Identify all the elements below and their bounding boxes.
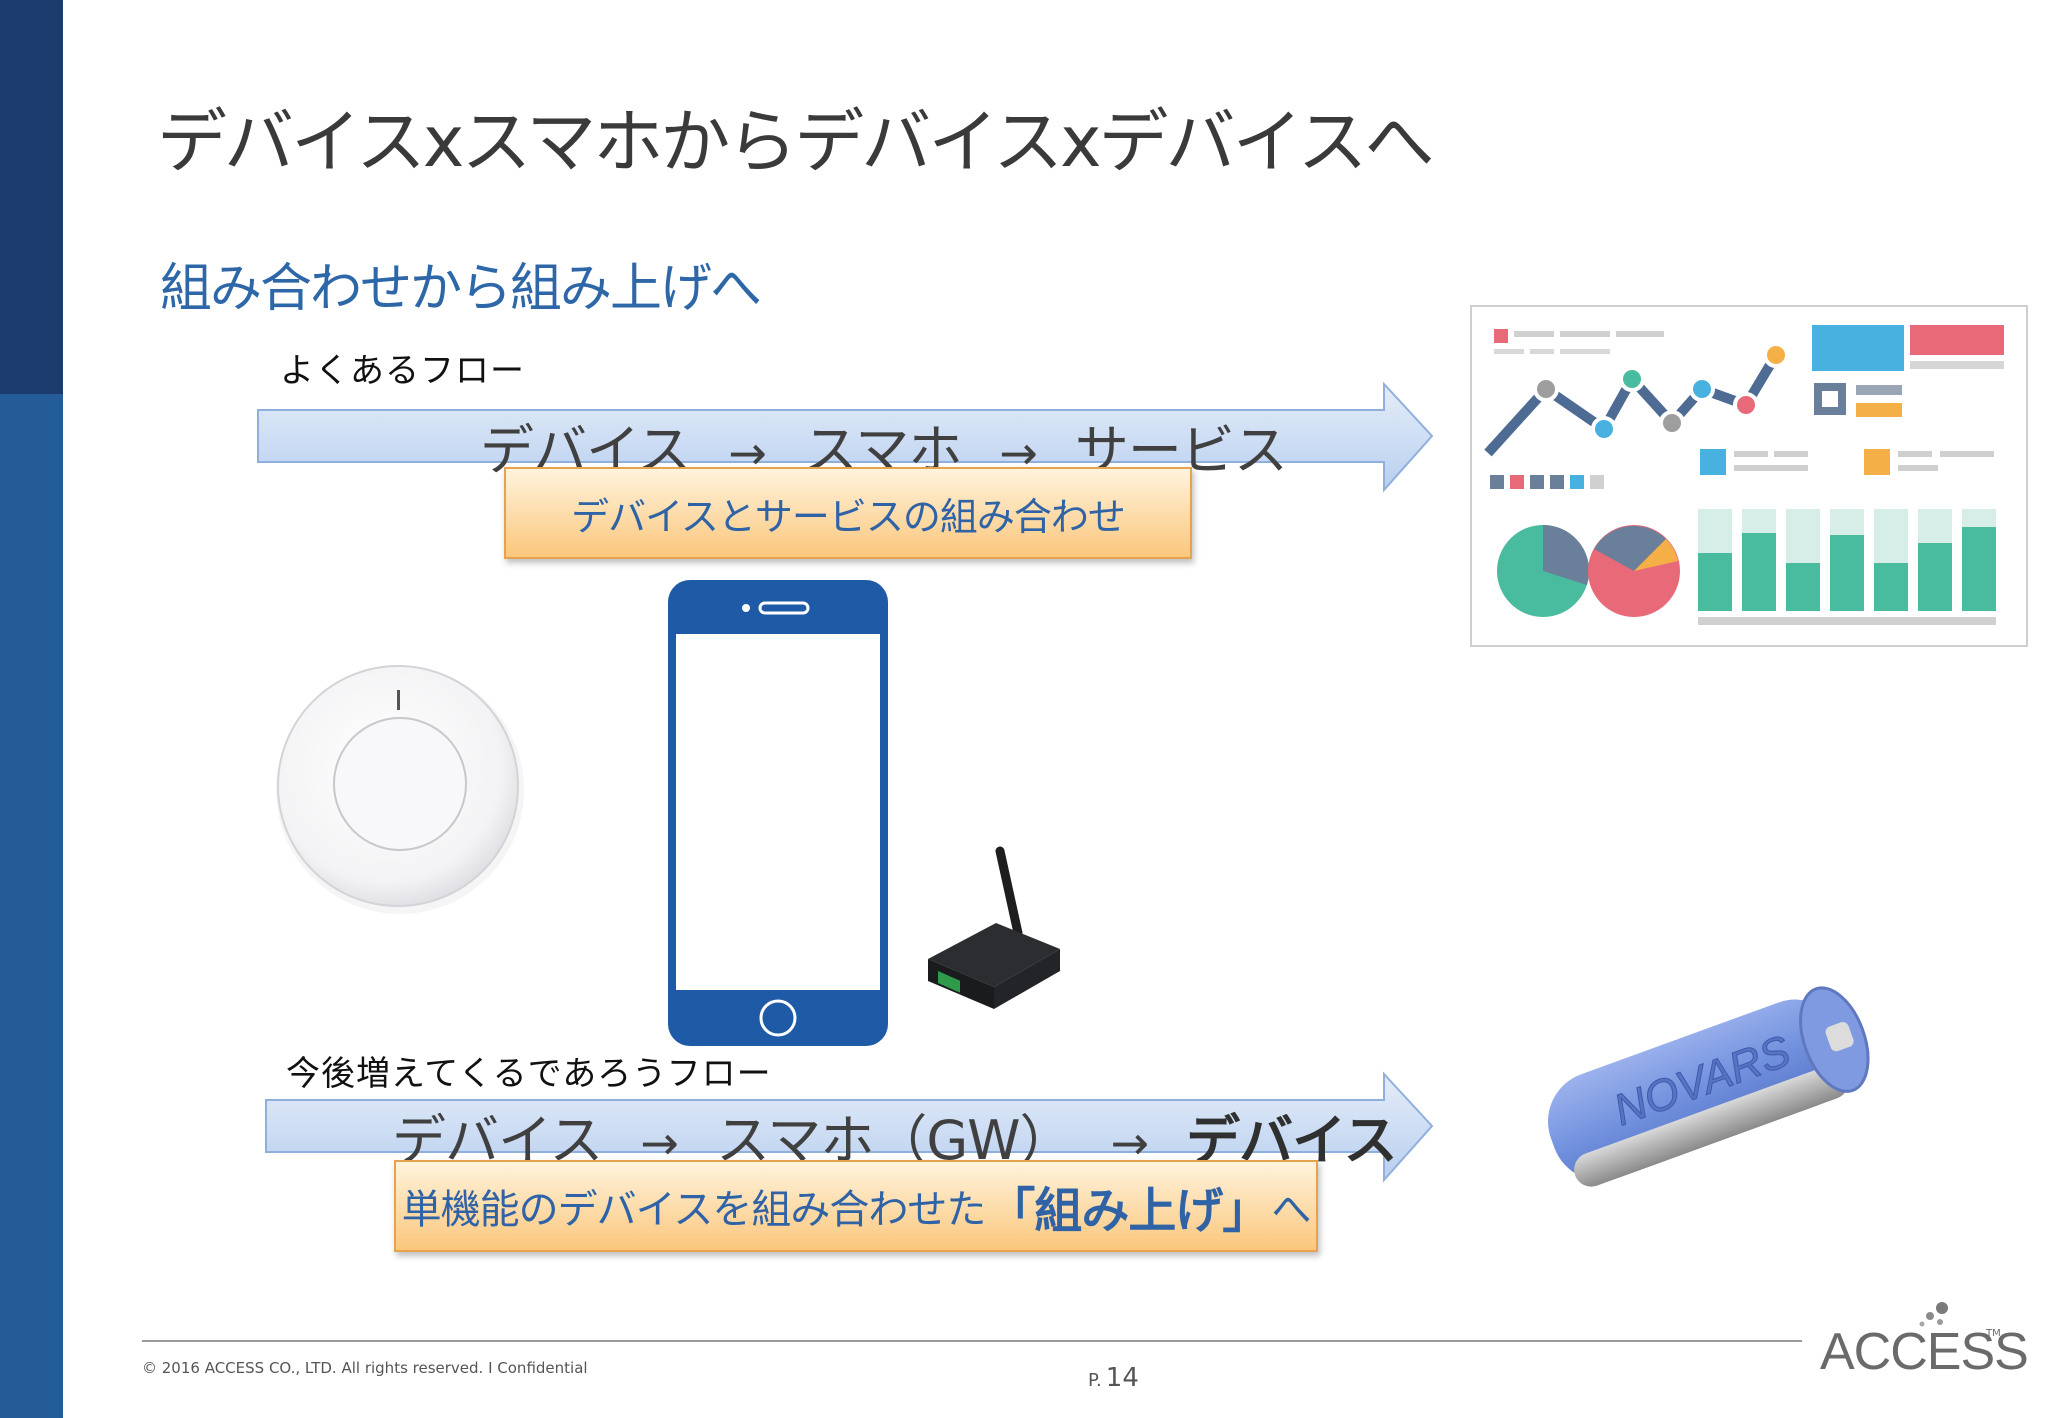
- logo-trademark: TM: [1986, 1328, 2001, 1339]
- common-flow-arrow: [257, 381, 1434, 493]
- future-flow-note-emphasis: 「組み上げ」: [987, 1183, 1270, 1239]
- footer-copyright: © 2016 ACCESS CO., LTD. All rights reser…: [142, 1359, 588, 1377]
- access-logo: ACCESS TM: [1820, 1300, 2029, 1390]
- footer-divider: [142, 1340, 1802, 1342]
- dashboard-illustration: [1470, 305, 2028, 647]
- smartphone-illustration: [668, 580, 888, 1046]
- page-number: P.14: [1088, 1363, 1139, 1393]
- future-flow-note: 単機能のデバイスを組み合わせた「組み上げ」へ: [394, 1160, 1318, 1252]
- common-flow-note-text: デバイスとサービスの組み合わせ: [571, 494, 1126, 539]
- common-flow-label: よくあるフロー: [280, 351, 525, 391]
- future-flow-arrow: [265, 1071, 1434, 1183]
- bar-group: [1698, 509, 1996, 611]
- page-number-value: 14: [1105, 1363, 1139, 1393]
- page-prefix: P.: [1088, 1370, 1102, 1391]
- slide-subtitle: 組み合わせから組み上げへ: [160, 259, 762, 319]
- future-flow-label: 今後増えてくるであろうフロー: [286, 1054, 772, 1094]
- sidebar-accent-top: [0, 0, 63, 394]
- future-flow-note-pre: 単機能のデバイスを組み合わせた: [401, 1187, 987, 1233]
- logo-text: ACCESS: [1820, 1323, 2029, 1381]
- future-flow-note-post: へ: [1271, 1187, 1311, 1233]
- logo-dots-icon: [1919, 1302, 1948, 1327]
- sidebar-accent-bottom: [0, 394, 63, 1418]
- round-button-device: [276, 665, 524, 914]
- common-flow-note: デバイスとサービスの組み合わせ: [504, 467, 1192, 559]
- gateway-device-illustration: [928, 846, 1060, 1009]
- battery-device-illustration: NOVARS: [1548, 986, 1870, 1187]
- slide-title: デバイスxスマホからデバイスxデバイスへ: [157, 101, 1434, 183]
